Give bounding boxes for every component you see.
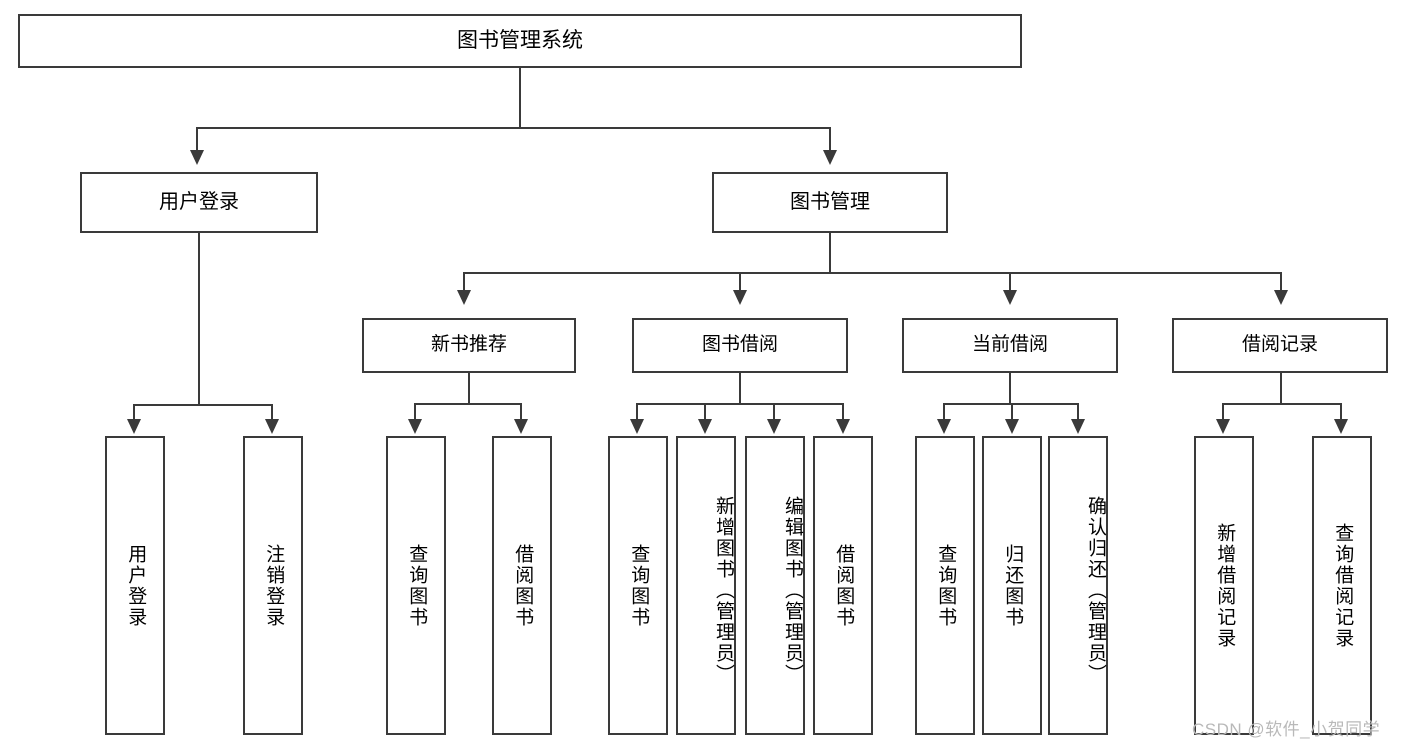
leaf-current-query-book[interactable]: 查询图书	[915, 436, 975, 735]
connector-root-drop-right	[829, 127, 831, 152]
arrow-to-book-borrow	[733, 290, 747, 305]
arrow-to-new-book-recommend	[457, 290, 471, 305]
connector-book-mgmt-drop-4	[1280, 272, 1282, 292]
leaf-recommend-query-book[interactable]: 查询图书	[386, 436, 446, 735]
connector-borrow-stem	[739, 373, 741, 404]
leaf-logout[interactable]: 注销登录	[243, 436, 303, 735]
leaf-borrow-borrow-book[interactable]: 借阅图书	[813, 436, 873, 735]
leaf-record-add-record[interactable]: 新增借阅记录	[1194, 436, 1254, 735]
arrow-to-record-leaf-2	[1334, 419, 1348, 434]
leaf-borrow-edit-book-admin[interactable]: 编辑图书（管理员）	[745, 436, 805, 735]
connector-book-mgmt-bus	[464, 272, 1282, 274]
connector-recommend-drop-2	[520, 403, 522, 421]
connector-user-login-drop-2	[271, 404, 273, 421]
connector-record-stem	[1280, 373, 1282, 404]
connector-record-drop-1	[1222, 403, 1224, 421]
csdn-watermark: CSDN @软件_小贺同学	[1192, 720, 1381, 739]
connector-borrow-drop-2	[704, 403, 706, 421]
connector-borrow-drop-4	[842, 403, 844, 421]
connector-user-login-drop-1	[133, 404, 135, 421]
leaf-borrow-query-book[interactable]: 查询图书	[608, 436, 668, 735]
connector-current-stem	[1009, 373, 1011, 404]
connector-current-drop-3	[1077, 403, 1079, 421]
leaf-record-query-record[interactable]: 查询借阅记录	[1312, 436, 1372, 735]
arrow-to-borrow-leaf-4	[836, 419, 850, 434]
arrow-to-current-borrow	[1003, 290, 1017, 305]
node-current-borrow[interactable]: 当前借阅	[902, 318, 1118, 373]
connector-root-drop-left	[196, 127, 198, 152]
arrow-to-borrow-leaf-1	[630, 419, 644, 434]
arrow-to-borrow-leaf-2	[698, 419, 712, 434]
arrow-to-user-login-leaf	[127, 419, 141, 434]
node-borrow-record[interactable]: 借阅记录	[1172, 318, 1388, 373]
arrow-to-borrow-leaf-3	[767, 419, 781, 434]
arrow-to-book-management	[823, 150, 837, 165]
connector-record-bus	[1223, 403, 1342, 405]
leaf-user-login[interactable]: 用户登录	[105, 436, 165, 735]
arrow-to-recommend-leaf-2	[514, 419, 528, 434]
arrow-to-current-leaf-1	[937, 419, 951, 434]
connector-book-mgmt-drop-2	[739, 272, 741, 292]
connector-recommend-drop-1	[414, 403, 416, 421]
connector-current-drop-2	[1011, 403, 1013, 421]
leaf-recommend-borrow-book[interactable]: 借阅图书	[492, 436, 552, 735]
connector-book-mgmt-drop-1	[463, 272, 465, 292]
arrow-to-record-leaf-1	[1216, 419, 1230, 434]
connector-borrow-drop-3	[773, 403, 775, 421]
connector-borrow-bus	[637, 403, 844, 405]
arrow-to-logout-leaf	[265, 419, 279, 434]
arrow-to-recommend-leaf-1	[408, 419, 422, 434]
connector-borrow-drop-1	[636, 403, 638, 421]
node-root-system[interactable]: 图书管理系统	[18, 14, 1022, 68]
node-new-book-recommend[interactable]: 新书推荐	[362, 318, 576, 373]
connector-user-login-stem	[198, 233, 200, 405]
connector-book-mgmt-stem	[829, 233, 831, 273]
connector-user-login-bus	[134, 404, 273, 406]
connector-recommend-stem	[468, 373, 470, 404]
arrow-to-current-leaf-3	[1071, 419, 1085, 434]
node-book-borrow[interactable]: 图书借阅	[632, 318, 848, 373]
arrow-to-user-login	[190, 150, 204, 165]
leaf-current-return-book[interactable]: 归还图书	[982, 436, 1042, 735]
leaf-current-confirm-return-admin[interactable]: 确认归还（管理员）	[1048, 436, 1108, 735]
connector-recommend-bus	[415, 403, 522, 405]
connector-book-mgmt-drop-3	[1009, 272, 1011, 292]
connector-record-drop-2	[1340, 403, 1342, 421]
arrow-to-current-leaf-2	[1005, 419, 1019, 434]
arrow-to-borrow-record	[1274, 290, 1288, 305]
connector-root-bus	[197, 127, 831, 129]
node-user-login[interactable]: 用户登录	[80, 172, 318, 233]
node-book-management[interactable]: 图书管理	[712, 172, 948, 233]
connector-current-drop-1	[943, 403, 945, 421]
connector-root-stem	[519, 68, 521, 128]
leaf-borrow-add-book-admin[interactable]: 新增图书（管理员）	[676, 436, 736, 735]
